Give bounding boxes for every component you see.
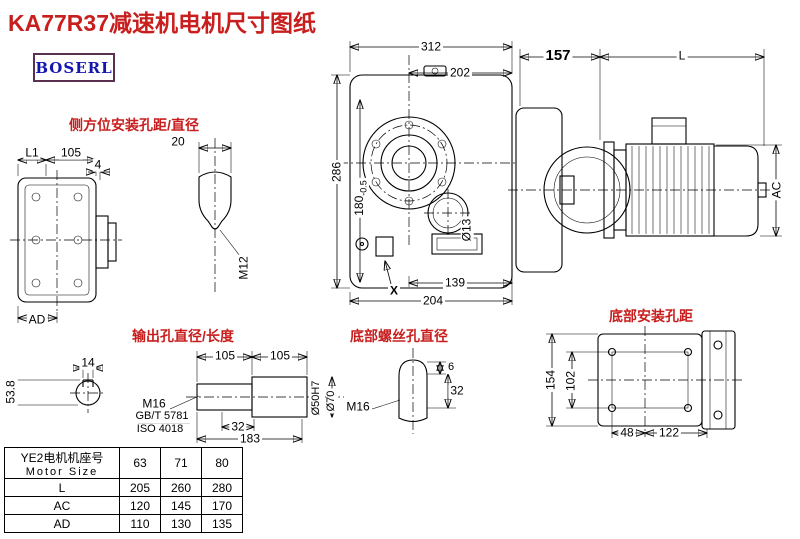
table-cell: 260 [160,478,202,497]
dim-output-total: 183 [237,431,263,446]
dim-key-width: 14 [79,355,97,370]
dim-side-hole-depth: 20 [169,134,187,149]
table-cell: 135 [201,514,243,533]
label-standard-gb: GB/T 5781 [133,410,191,423]
row-label: L [4,478,120,497]
table-cell: 120 [119,496,161,515]
dim-left-l1: L1 [23,145,41,160]
table-header-cn: YE2电机机座号 [20,450,104,465]
dim-adapter-length: 157 [543,47,573,65]
callout-bottom-mount: 底部安装孔距 [608,306,694,326]
table-cell: 110 [119,514,161,533]
bottom-mounting-view [546,326,742,438]
dim-mount-length: 154 [543,367,558,393]
dim-left-105: 105 [58,145,84,160]
dim-foot-width: 139 [442,275,468,290]
row-label: AC [4,496,120,515]
side-hole-detail [198,138,241,292]
table-row-AD: AD 110 130 135 [4,514,243,533]
dim-key-height: 53.8 [3,378,18,406]
label-output-thread: M16 [140,396,168,411]
table-cell: 145 [160,496,202,515]
dim-center-height: 180-0.5 [352,178,369,218]
label-bottom-thread: M16 [344,399,372,414]
left-end-view [10,160,122,413]
table-cell: 280 [201,478,243,497]
table-size-63: 63 [119,447,161,479]
table-row-L: L 205 260 280 [4,478,243,497]
table-header-row: YE2电机机座号 Motor Size 63 71 80 [4,447,243,479]
table-cell: 205 [119,478,161,497]
dim-overall-height: 286 [329,159,344,185]
bottom-screw-detail [371,348,456,434]
label-oil-mark: X [387,283,401,298]
side-assembly-view [508,49,782,273]
dim-mount-hole-span: 102 [563,368,578,394]
dim-flange-holes: Ø13 [459,216,474,244]
table-header-cell: YE2电机机座号 Motor Size [4,447,120,479]
dim-left-ad: AD [26,312,48,327]
dim-base-width: 204 [420,293,446,308]
dim-overall-width: 312 [418,39,444,54]
dim-screw-head: 6 [445,361,457,374]
callout-bottom-screw: 底部螺丝孔直径 [349,326,449,346]
dim-left-step: 4 [92,157,104,172]
dim-output-len-1: 105 [212,348,238,363]
label-standard-iso: ISO 4018 [134,423,186,436]
page-title: KA77R37减速机电机尺寸图纸 [8,10,316,36]
brand-logo: BOSERL [33,53,115,82]
dim-center-height-tolerance: -0.5 [358,180,369,196]
dim-side-thread: M12 [236,254,251,282]
table-header-en: Motor Size [25,465,99,478]
motor-size-table: YE2电机机座号 Motor Size 63 71 80 L 205 260 2… [4,447,243,533]
callout-side-holes: 侧方位安装孔距/直径 [68,115,200,135]
dim-bore-diameter: Ø50H7 [310,378,323,418]
table-size-80: 80 [201,447,243,479]
table-size-71: 71 [160,447,202,479]
dim-top-width: 202 [447,65,473,80]
dim-motor-length: L [676,48,688,63]
dim-output-step: 32 [229,419,247,434]
table-cell: 130 [160,514,202,533]
main-front-view [331,41,516,305]
dim-center-height-value: 180 [352,195,367,216]
table-row-AC: AC 120 145 170 [4,496,243,515]
dim-mount-x1: 48 [618,425,636,440]
callout-output-hole: 输出孔直径/长度 [131,326,235,346]
table-cell: 170 [201,496,243,515]
row-label: AD [4,514,120,533]
dim-hub-diameter: Ø70 [325,388,338,414]
dim-mount-x2: 122 [656,425,682,440]
dim-screw-depth: 32 [448,383,466,398]
dim-output-len-2: 105 [267,348,293,363]
dim-motor-diameter: AC [769,179,784,201]
brand-logo-text: BOSERL [35,58,113,77]
